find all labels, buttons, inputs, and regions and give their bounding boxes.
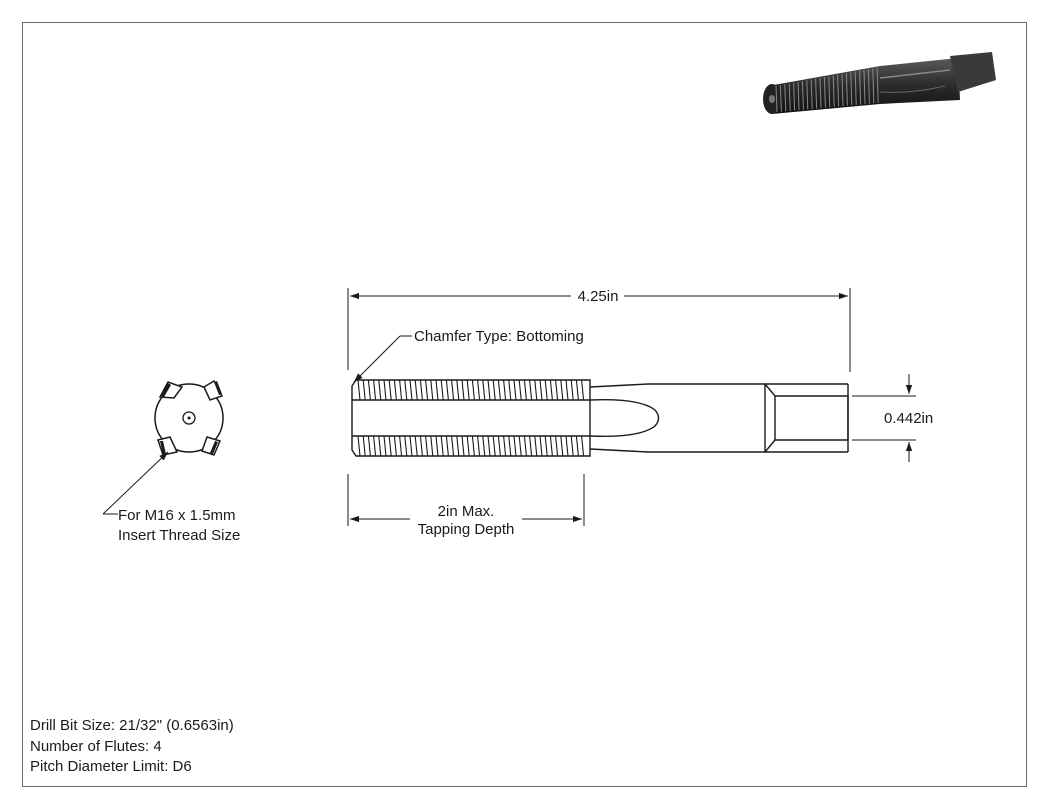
shank-square-label: 0.442in bbox=[884, 410, 933, 427]
pitch-diameter-note: Pitch Diameter Limit: D6 bbox=[30, 758, 192, 775]
drawing-border bbox=[22, 22, 1027, 787]
tap-end-view bbox=[154, 379, 224, 456]
dimension-shank-square bbox=[852, 374, 916, 462]
thread-size-label-line2: Insert Thread Size bbox=[118, 527, 240, 544]
chamfer-type-label: Chamfer Type: Bottoming bbox=[414, 328, 584, 345]
thread-crests bbox=[357, 379, 585, 457]
dimension-tapping-depth bbox=[347, 474, 585, 526]
chamfer-leader bbox=[353, 335, 412, 383]
dimension-overall-length bbox=[347, 288, 851, 372]
tapping-depth-label-line1: 2in Max. bbox=[438, 503, 495, 520]
drill-bit-size-note: Drill Bit Size: 21/32" (0.6563in) bbox=[30, 717, 234, 734]
thread-size-label-line1: For M16 x 1.5mm bbox=[118, 507, 236, 524]
tap-iso-view bbox=[763, 52, 996, 114]
tapping-depth-label-line2: Tapping Depth bbox=[418, 521, 515, 538]
drawing-notes: Drill Bit Size: 21/32" (0.6563in) Number… bbox=[30, 716, 234, 778]
overall-length-label: 4.25in bbox=[578, 288, 619, 305]
number-of-flutes-note: Number of Flutes: 4 bbox=[30, 737, 162, 755]
thread-leader bbox=[102, 451, 169, 515]
